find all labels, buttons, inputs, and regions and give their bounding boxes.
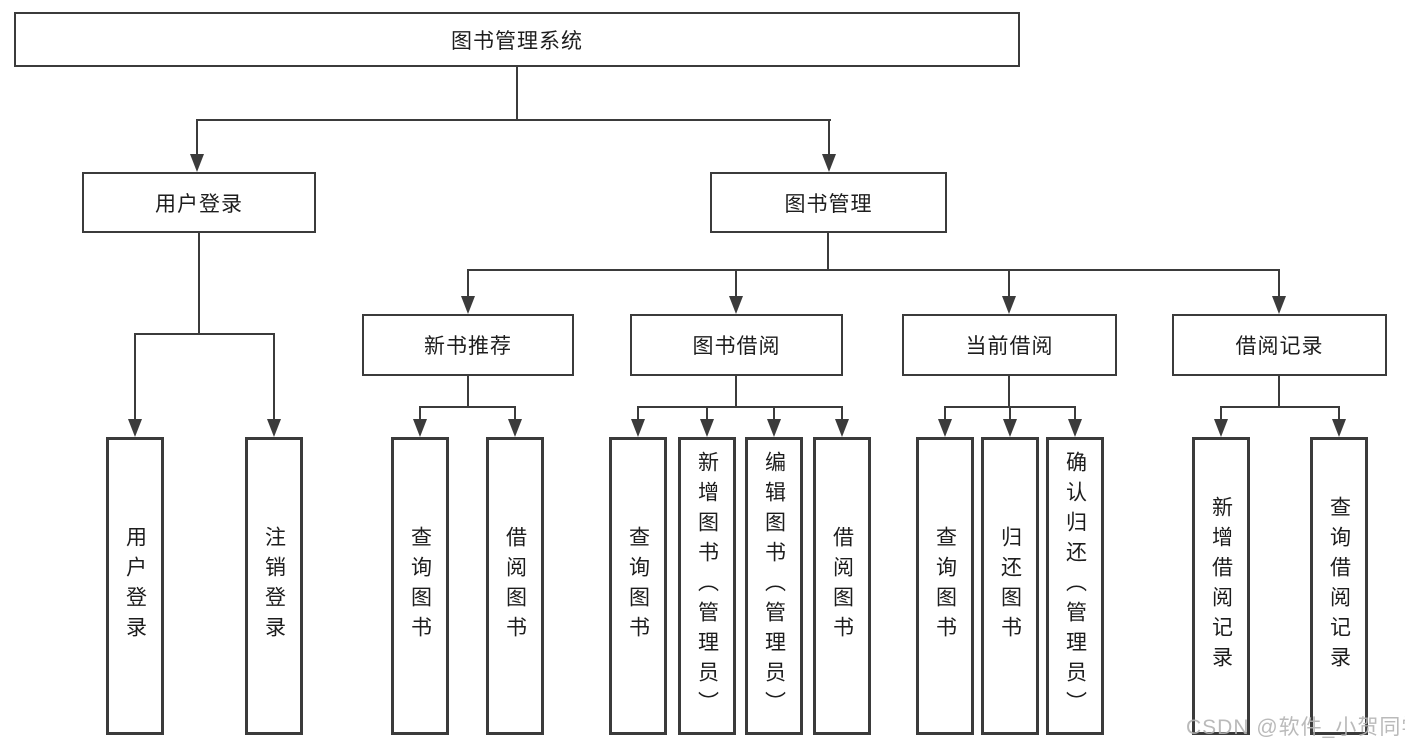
edge-leaf-stem xyxy=(419,406,421,420)
leaf-logout: 注销登录 xyxy=(245,437,303,735)
arrow-down-icon xyxy=(835,419,849,437)
leaf-bookborrow-query: 查询图书 xyxy=(609,437,667,735)
edge-to-user-login xyxy=(196,119,198,155)
edge-book-mgmt-rail xyxy=(467,269,1280,271)
edge-to-current-borrow xyxy=(1008,269,1010,296)
leaf-label: 查询图书 xyxy=(626,526,650,646)
leaf-currentborrow-return: 归还图书 xyxy=(981,437,1039,735)
edge-to-book-mgmt xyxy=(828,119,830,155)
edge-leaf-stem xyxy=(1220,406,1222,420)
leaf-bookborrow-borrow: 借阅图书 xyxy=(813,437,871,735)
arrow-down-icon xyxy=(1332,419,1346,437)
arrow-down-icon xyxy=(1003,419,1017,437)
node-borrow-records: 借阅记录 xyxy=(1172,314,1387,376)
node-new-books: 新书推荐 xyxy=(362,314,574,376)
arrow-down-icon xyxy=(767,419,781,437)
node-label: 新书推荐 xyxy=(424,335,512,358)
leaf-bookborrow-add-admin: 新增图书（管理员） xyxy=(678,437,736,735)
node-current-borrow: 当前借阅 xyxy=(902,314,1117,376)
arrow-down-icon xyxy=(508,419,522,437)
node-book-management-system: 图书管理系统 xyxy=(14,12,1020,67)
node-label: 用户登录 xyxy=(155,192,243,216)
arrow-down-icon xyxy=(938,419,952,437)
edge-to-new-books xyxy=(467,269,469,296)
arrow-down-icon xyxy=(461,296,475,314)
arrow-down-icon xyxy=(1272,296,1286,314)
arrow-down-icon xyxy=(413,419,427,437)
arrow-down-icon xyxy=(1214,419,1228,437)
leaf-label: 新增图书（管理员） xyxy=(695,451,719,721)
node-book-borrow: 图书借阅 xyxy=(630,314,843,376)
leaf-label: 注销登录 xyxy=(262,526,286,646)
edge-book-borrow-stem xyxy=(735,376,737,407)
edge-book-borrow-rail xyxy=(637,406,843,408)
csdn-watermark: CSDN @软件_小贺同学 xyxy=(1186,716,1405,739)
edge-leaf-stem xyxy=(706,406,708,420)
edge-to-leaf-user-login xyxy=(134,333,136,419)
node-label: 图书管理系统 xyxy=(451,29,583,53)
edge-book-mgmt-stem xyxy=(827,233,829,270)
node-user-login: 用户登录 xyxy=(82,172,316,233)
arrow-down-icon xyxy=(822,154,836,172)
node-book-mgmt: 图书管理 xyxy=(710,172,947,233)
leaf-label: 用户登录 xyxy=(123,526,147,646)
arrow-down-icon xyxy=(631,419,645,437)
leaf-label: 查询图书 xyxy=(933,526,957,646)
leaf-newbooks-borrow: 借阅图书 xyxy=(486,437,544,735)
edge-leaf-stem xyxy=(514,406,516,420)
leaf-records-add: 新增借阅记录 xyxy=(1192,437,1250,735)
arrow-down-icon xyxy=(267,419,281,437)
edge-new-books-rail xyxy=(419,406,516,408)
leaf-label: 归还图书 xyxy=(998,526,1022,646)
leaf-bookborrow-edit-admin: 编辑图书（管理员） xyxy=(745,437,803,735)
leaf-currentborrow-confirm-admin: 确认归还（管理员） xyxy=(1046,437,1104,735)
arrow-down-icon xyxy=(729,296,743,314)
node-label: 图书借阅 xyxy=(692,335,781,358)
edge-root-stem xyxy=(516,67,518,121)
node-label: 图书管理 xyxy=(784,192,873,216)
edge-leaf-stem xyxy=(1009,406,1011,420)
edge-leaf-stem xyxy=(944,406,946,420)
edge-level1-rail xyxy=(196,119,831,121)
leaf-label: 编辑图书（管理员） xyxy=(762,451,786,721)
edge-to-borrow-records xyxy=(1278,269,1280,296)
edge-leaf-stem xyxy=(841,406,843,420)
leaf-label: 查询图书 xyxy=(408,526,432,646)
edge-leaf-stem xyxy=(1074,406,1076,420)
node-label: 借阅记录 xyxy=(1235,335,1324,358)
edge-user-login-stem xyxy=(198,233,200,334)
arrow-down-icon xyxy=(190,154,204,172)
edge-borrow-records-stem xyxy=(1278,376,1280,407)
arrow-down-icon xyxy=(1002,296,1016,314)
edge-leaf-stem xyxy=(1338,406,1340,420)
edge-leaf-stem xyxy=(773,406,775,420)
leaf-label: 借阅图书 xyxy=(503,526,527,646)
edge-to-book-borrow xyxy=(735,269,737,296)
edge-to-leaf-logout xyxy=(273,333,275,419)
leaf-label: 确认归还（管理员） xyxy=(1063,451,1087,721)
arrow-down-icon xyxy=(128,419,142,437)
leaf-user-login: 用户登录 xyxy=(106,437,164,735)
leaf-currentborrow-query: 查询图书 xyxy=(916,437,974,735)
edge-borrow-records-rail xyxy=(1220,406,1340,408)
edge-current-borrow-stem xyxy=(1008,376,1010,407)
leaf-newbooks-query: 查询图书 xyxy=(391,437,449,735)
edge-user-login-rail xyxy=(134,333,275,335)
leaf-label: 借阅图书 xyxy=(830,526,854,646)
leaf-records-query: 查询借阅记录 xyxy=(1310,437,1368,735)
leaf-label: 新增借阅记录 xyxy=(1209,496,1233,676)
leaf-label: 查询借阅记录 xyxy=(1327,496,1351,676)
node-label: 当前借阅 xyxy=(965,335,1054,358)
arrow-down-icon xyxy=(700,419,714,437)
edge-leaf-stem xyxy=(637,406,639,420)
edge-new-books-stem xyxy=(467,376,469,407)
arrow-down-icon xyxy=(1068,419,1082,437)
